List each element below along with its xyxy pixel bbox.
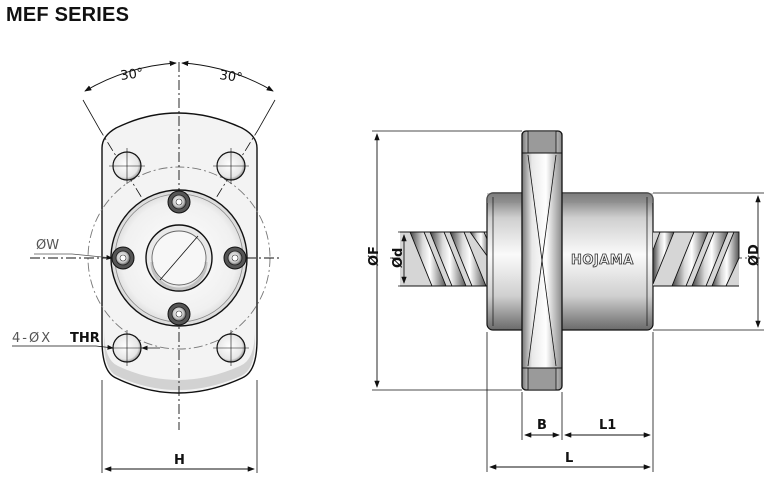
l1-dimension-label: L1	[599, 418, 616, 433]
brand-marking: HOJAMA	[571, 253, 634, 268]
d-large-diameter-label: ØD	[747, 244, 762, 266]
side-view: HOJAMA ØF Ød ØD B L1	[367, 130, 764, 472]
l-dimension-label: L	[565, 451, 573, 466]
screw-right	[223, 246, 247, 270]
front-view: 30° 30°	[12, 60, 282, 473]
flange-side	[521, 130, 563, 391]
angle-left-label: 30°	[119, 66, 144, 84]
thr-label: THR	[70, 331, 100, 346]
mounting-hole	[109, 330, 145, 366]
w-diameter-label: ØW	[36, 238, 59, 253]
mounting-hole	[213, 148, 249, 184]
page-title: MEF SERIES	[6, 4, 130, 26]
screw-shaft-left	[400, 231, 491, 287]
f-diameter-label: ØF	[367, 246, 382, 266]
screw-left	[111, 246, 135, 270]
b-dimension-label: B	[537, 418, 547, 433]
holes-label: 4-ØX	[12, 331, 52, 346]
h-dimension-label: H	[174, 453, 185, 468]
mounting-hole	[109, 148, 145, 184]
screw-shaft-right	[652, 231, 740, 287]
d-small-diameter-label: Ød	[391, 248, 406, 268]
screw-top	[167, 190, 191, 214]
angle-right-label: 30°	[218, 68, 243, 86]
mounting-hole	[213, 330, 249, 366]
screw-bottom	[167, 302, 191, 326]
